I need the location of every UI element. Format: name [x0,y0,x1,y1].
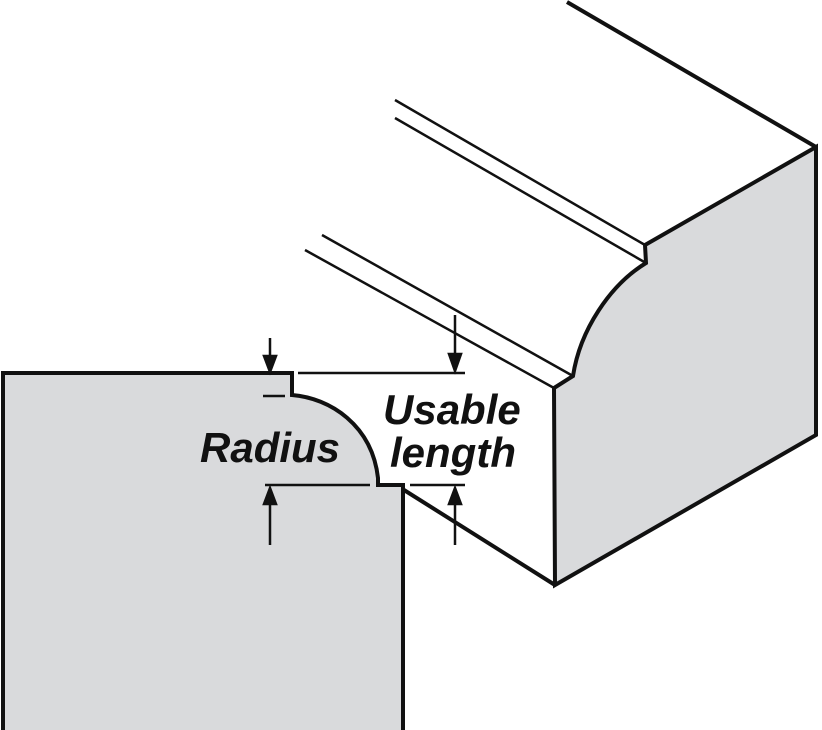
profile-line-4 [304,248,555,390]
dimension-lines [262,315,465,545]
profile-line-3 [321,233,574,378]
profile-line-2 [394,116,647,265]
usable-length-label-line1: Usable [383,386,521,433]
block-bottom-edge [402,488,557,587]
profile-line-1 [394,98,646,247]
block-top-edge [565,0,818,149]
workpiece-end-face [551,143,818,589]
bit-profile-block [1,371,405,730]
usable-length-label-line2: length [390,429,516,476]
radius-label: Radius [200,424,340,471]
